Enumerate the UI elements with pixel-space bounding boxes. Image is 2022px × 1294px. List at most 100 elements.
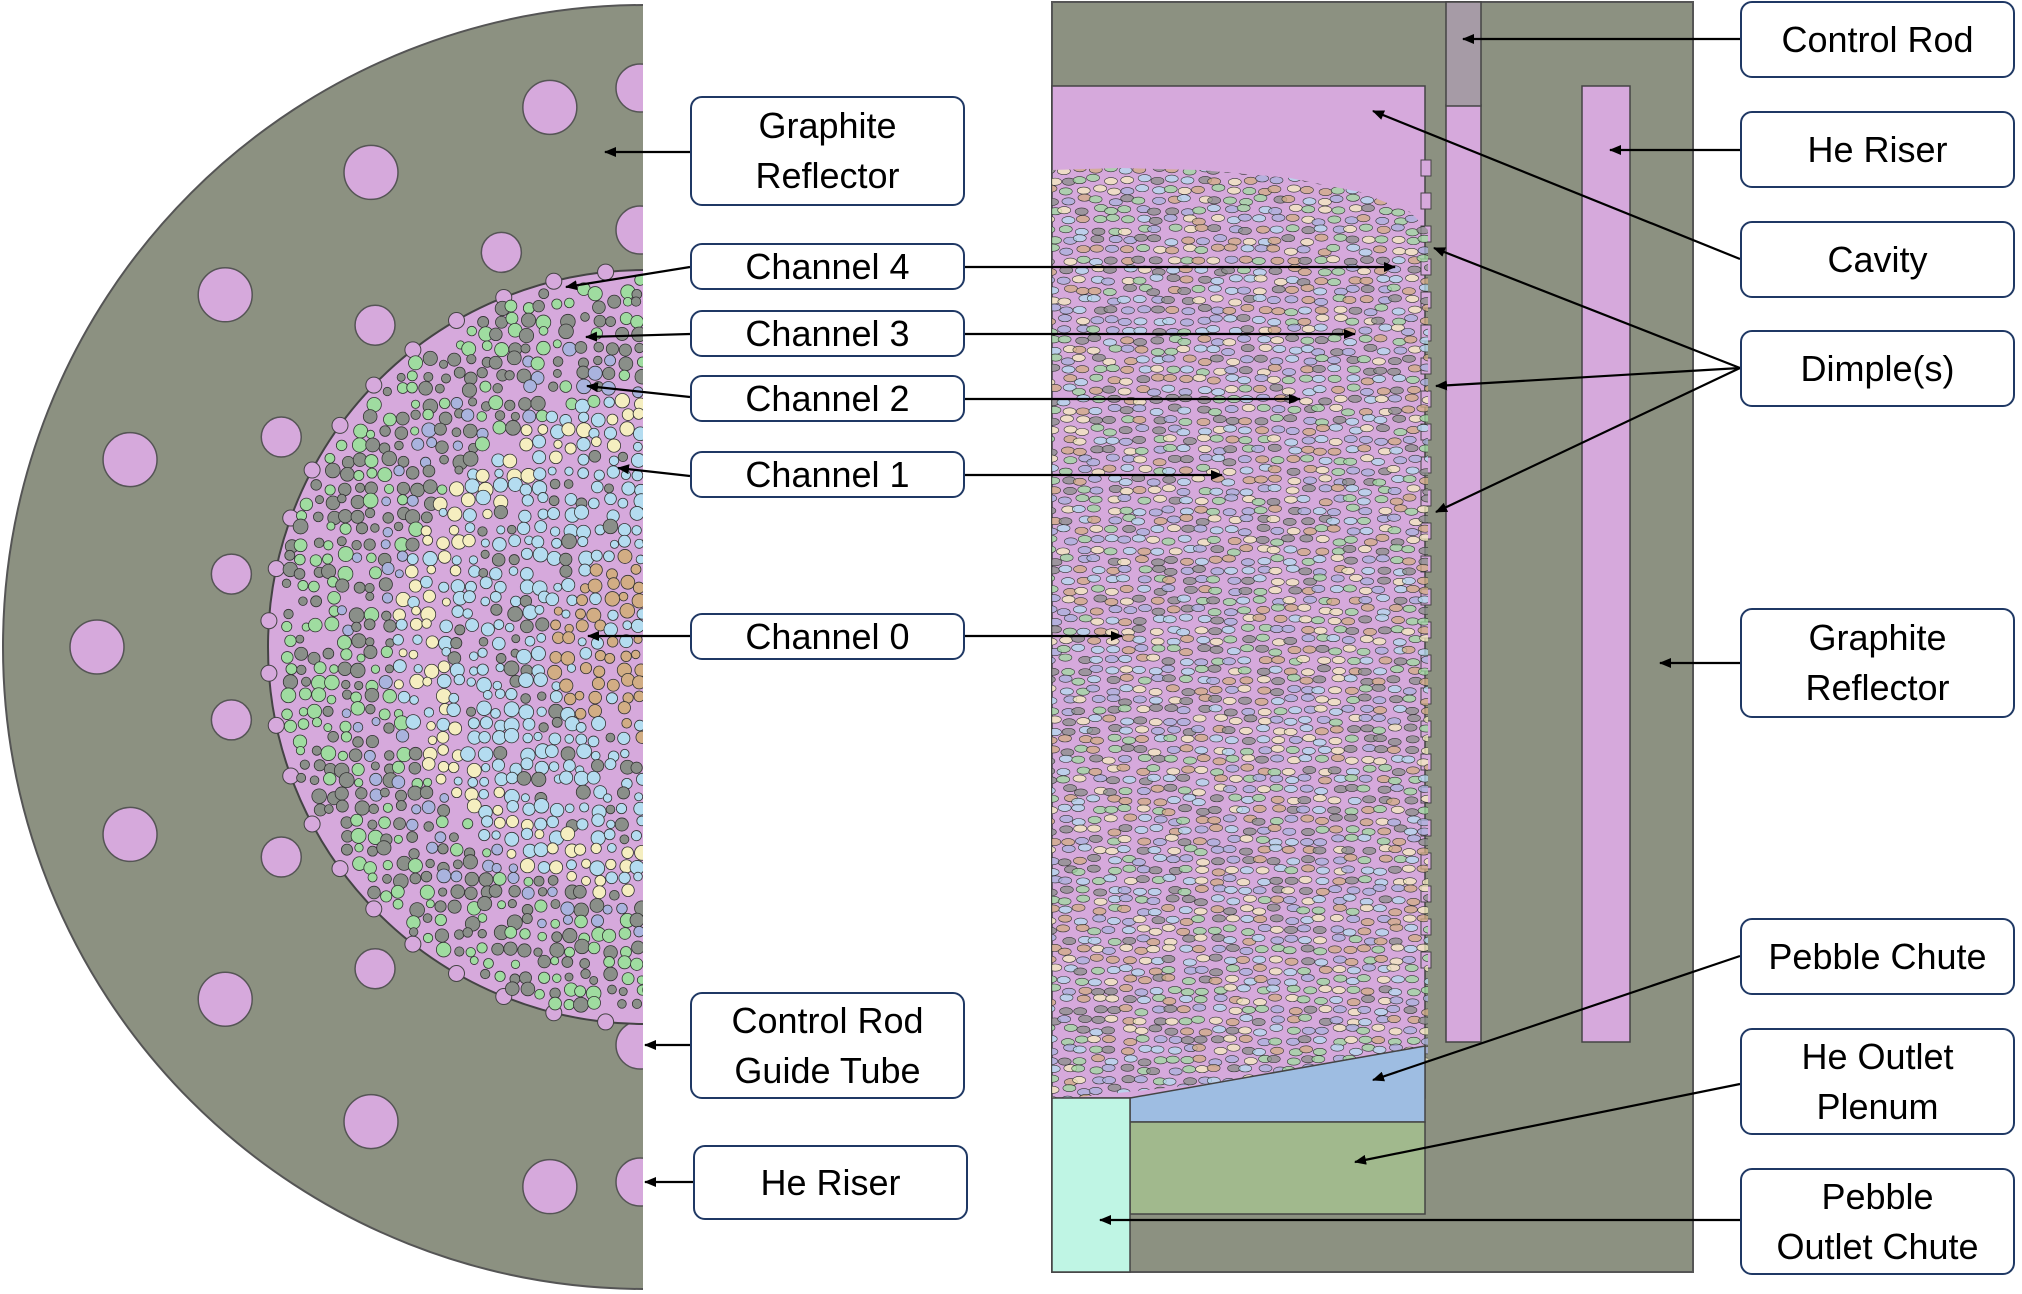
- pebble: [363, 645, 378, 659]
- pebble: [1052, 585, 1059, 593]
- pebble: [369, 772, 383, 786]
- pebble: [1148, 866, 1163, 875]
- pebble: [439, 454, 449, 465]
- pebble: [1056, 976, 1071, 984]
- pebble: [1152, 186, 1166, 195]
- pebble: [521, 312, 537, 328]
- pebble: [1341, 846, 1355, 855]
- pebble: [1391, 975, 1405, 984]
- pebble: [1392, 837, 1407, 846]
- pebble: [450, 884, 465, 899]
- pebble: [1345, 784, 1359, 792]
- pebble: [1271, 736, 1286, 744]
- pebble: [1360, 918, 1375, 927]
- pebble: [1209, 1016, 1223, 1025]
- pebble: [1329, 608, 1344, 616]
- pebble: [1257, 785, 1271, 794]
- pebble: [1373, 667, 1387, 676]
- pebble: [1086, 554, 1101, 562]
- pebble: [1073, 967, 1088, 976]
- pebble: [1419, 336, 1428, 345]
- pebble: [633, 801, 643, 816]
- pebble: [1072, 437, 1087, 446]
- pebble: [365, 704, 376, 715]
- pebble: [1101, 1026, 1115, 1035]
- pebble: [1315, 887, 1330, 896]
- pebble: [299, 497, 314, 512]
- pebble: [425, 858, 435, 869]
- pebble: [1361, 204, 1375, 212]
- pebble: [423, 777, 433, 787]
- pebble: [576, 818, 589, 831]
- pebble: [1284, 934, 1299, 943]
- pebble: [1391, 768, 1406, 777]
- pebble: [1254, 697, 1269, 706]
- pebble: [644, 407, 657, 420]
- he-riser-hole: [102, 806, 158, 863]
- arrow-dimple-1: [1433, 246, 1741, 370]
- pebble: [1221, 625, 1236, 634]
- pebble: [1285, 838, 1299, 847]
- pebble: [504, 370, 515, 381]
- pebble: [1192, 788, 1206, 797]
- pebble: [1076, 255, 1091, 264]
- pebble: [1195, 778, 1210, 787]
- pebble: [1312, 507, 1327, 515]
- pebble: [1060, 885, 1074, 894]
- pebble: [1209, 526, 1224, 535]
- pebble: [1407, 265, 1422, 274]
- pebble: [1076, 245, 1091, 254]
- pebble: [1225, 435, 1240, 444]
- he-riser-holes: [69, 63, 643, 1215]
- pebble: [1253, 1028, 1267, 1037]
- pebble: [1374, 495, 1389, 504]
- pebble: [1238, 227, 1252, 235]
- pebble: [1221, 726, 1236, 735]
- pebble: [1256, 403, 1271, 412]
- dimple: [267, 560, 285, 578]
- pebble: [1282, 827, 1297, 836]
- pebble: [1238, 1034, 1253, 1043]
- pebble: [1123, 1038, 1138, 1046]
- pebble: [1330, 1043, 1345, 1052]
- pebble: [1363, 628, 1377, 636]
- pebble: [1417, 505, 1428, 514]
- pebble: [476, 942, 488, 954]
- pebble: [636, 815, 643, 827]
- pebble: [1092, 877, 1106, 885]
- pebble: [1179, 854, 1194, 863]
- pebble: [1269, 1023, 1284, 1032]
- pebble: [411, 804, 422, 815]
- pebble: [435, 773, 447, 785]
- pebble: [341, 708, 352, 719]
- pebble: [450, 397, 463, 410]
- pebble: [1161, 904, 1175, 912]
- pebble: [1312, 895, 1326, 904]
- pebble: [297, 580, 309, 591]
- pebble: [1058, 314, 1072, 323]
- pebble: [1163, 1004, 1178, 1013]
- pebble: [1072, 1045, 1087, 1054]
- pebble: [378, 675, 393, 690]
- pebble: [605, 871, 618, 885]
- pebble: [1284, 866, 1299, 875]
- pebble: [1344, 734, 1359, 743]
- pebble: [549, 651, 563, 664]
- pebble: [422, 913, 433, 923]
- pebble: [1357, 927, 1372, 936]
- pebble: [1420, 794, 1428, 803]
- pebble: [1138, 604, 1152, 612]
- pebble: [1423, 936, 1428, 945]
- pebble: [651, 591, 661, 601]
- pebble: [1301, 828, 1315, 836]
- pebble: [1266, 498, 1281, 506]
- pebble: [1150, 336, 1165, 345]
- pebble: [1195, 987, 1209, 996]
- pebble: [477, 316, 490, 328]
- pebble: [1076, 956, 1090, 965]
- pebble: [1178, 804, 1192, 813]
- pebble: [1356, 784, 1371, 793]
- pebble: [1359, 656, 1374, 665]
- pebble: [504, 299, 518, 313]
- pebble: [1281, 534, 1295, 543]
